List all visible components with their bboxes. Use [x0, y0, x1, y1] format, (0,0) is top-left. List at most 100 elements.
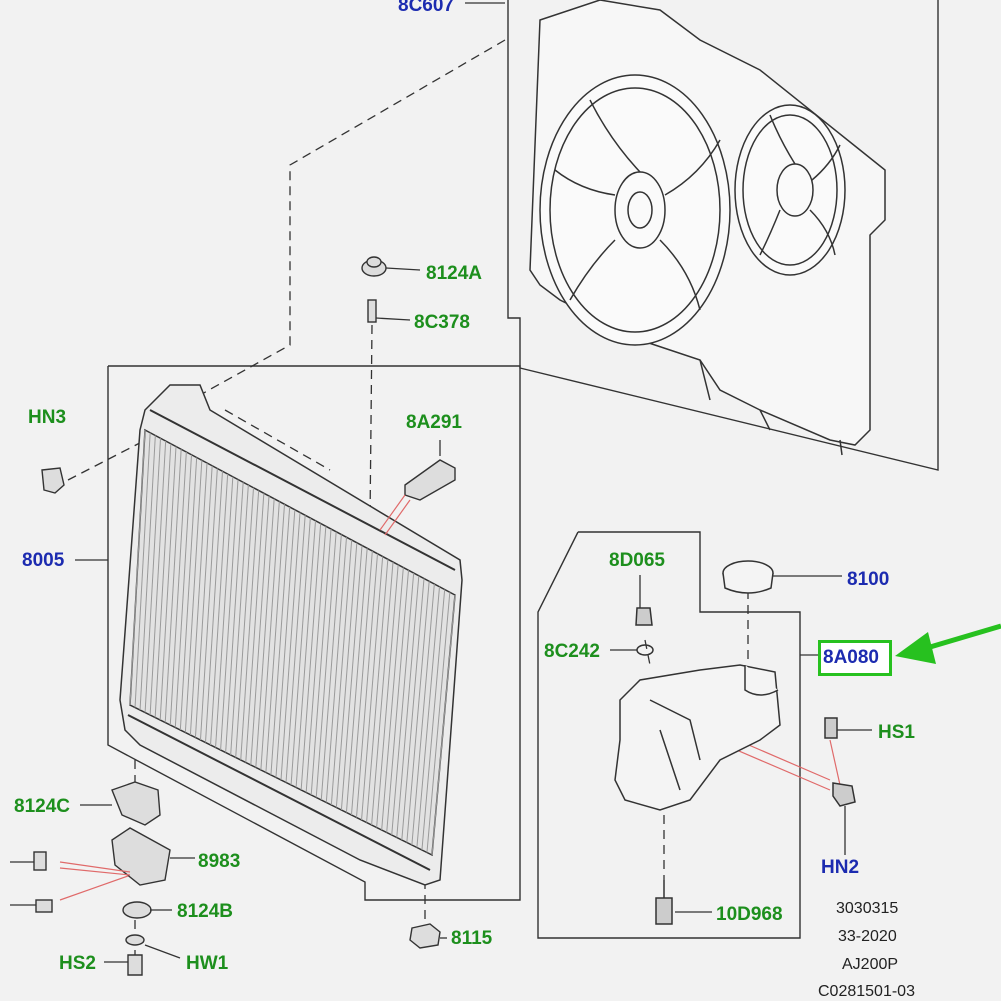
dashed-8d065: [644, 639, 651, 666]
dashed-8c378: [224, 409, 331, 471]
radiator-fin: [184, 460, 203, 733]
hw1-part: [125, 934, 145, 946]
footer-code-1: 3030315: [836, 900, 899, 917]
radiator-fin: [386, 570, 409, 833]
fan-group-frame: [507, 0, 939, 471]
footer-code-3: AJ200P: [842, 956, 899, 973]
callout-hn3[interactable]: HN3: [28, 407, 67, 428]
tank-group-frame: [537, 531, 801, 939]
callout-hs1[interactable]: HS1: [878, 722, 915, 743]
radiator-fin: [164, 449, 182, 723]
radiator-fin: [149, 440, 167, 716]
radiator-fin: [225, 482, 244, 753]
radiator-fin: [295, 520, 316, 788]
radiator-fin: [154, 443, 172, 718]
radiator-group-frame: [107, 365, 521, 901]
callout-8c378[interactable]: 8C378: [414, 312, 470, 333]
radiator-fin: [179, 457, 198, 731]
radiator-fin: [421, 589, 446, 851]
8115-part: [409, 923, 441, 949]
radiator-fin: [330, 539, 353, 806]
radiator-fin: [220, 479, 239, 751]
radiator-fin: [345, 548, 368, 813]
radiator-fin: [401, 578, 425, 841]
8983-part: [111, 827, 171, 886]
callout-8005[interactable]: 8005: [22, 550, 65, 571]
radiator-fin: [416, 586, 440, 848]
radiator-fin: [189, 462, 208, 736]
radiator-fin: [260, 501, 280, 771]
radiator-fin: [406, 581, 430, 843]
8a291-part: [404, 459, 456, 501]
radiator-fin: [340, 545, 363, 811]
8124b-part: [122, 901, 152, 919]
radiator-fin: [381, 567, 404, 831]
radiator-fin: [350, 550, 373, 816]
radiator-fin: [335, 542, 358, 808]
radiator-fin: [391, 572, 415, 836]
callout-hw1[interactable]: HW1: [186, 953, 229, 974]
callout-8d065[interactable]: 8D065: [609, 550, 665, 571]
dashed-8124a: [369, 324, 373, 521]
callout-8c607[interactable]: 8C607: [398, 0, 454, 16]
radiator-fin: [371, 561, 394, 826]
callout-8a080[interactable]: 8A080: [823, 647, 879, 668]
expansion-tank-icon: [614, 560, 856, 925]
callout-8124c[interactable]: 8124C: [14, 796, 70, 817]
radiator-fin: [325, 537, 347, 803]
radiator-icon: [119, 384, 463, 886]
callout-8115[interactable]: 8115: [451, 928, 493, 949]
radiator-fin: [290, 517, 311, 786]
radiator-fin: [315, 531, 337, 798]
radiator-fin: [320, 534, 342, 801]
radiator-fin: [431, 594, 456, 856]
radiator-fin: [129, 429, 146, 706]
radiator-fin: [139, 435, 156, 711]
radiator-fin: [280, 512, 301, 781]
radiator-fin: [169, 451, 187, 726]
callout-hs2[interactable]: HS2: [59, 953, 96, 974]
radiator-fin: [285, 515, 306, 783]
radiator-fin: [134, 432, 151, 708]
fan-shroud-icon: [529, 0, 886, 456]
callout-8100[interactable]: 8100: [847, 569, 890, 590]
callout-8a291[interactable]: 8A291: [406, 412, 462, 433]
radiator-fin: [426, 592, 451, 853]
dashed-fan-to-radiator: [154, 39, 506, 421]
radiator-fin: [235, 487, 254, 758]
radiator-fin: [255, 498, 275, 768]
radiator-fin: [396, 575, 420, 838]
callout-8124b[interactable]: 8124B: [177, 901, 233, 922]
8c378-part: [367, 299, 377, 323]
callout-8983[interactable]: 8983: [198, 851, 241, 872]
radiator-fin: [159, 446, 177, 721]
radiator-fin: [356, 553, 378, 818]
callout-8124a[interactable]: 8124A: [426, 263, 482, 284]
radiator-fin: [376, 564, 399, 828]
radiator-fin: [194, 465, 213, 738]
radiator-fin: [310, 528, 332, 796]
radiator-fin: [240, 490, 260, 761]
hs2-part: [127, 954, 143, 976]
radiator-fin: [275, 509, 296, 778]
footer-code-4: C0281501-03: [818, 983, 915, 1000]
callout-8c242[interactable]: 8C242: [544, 641, 600, 662]
radiator-fin: [265, 504, 285, 773]
radiator-fin: [411, 583, 435, 846]
radiator-fin: [210, 473, 229, 746]
radiator-fin: [215, 476, 234, 748]
radiator-fin: [361, 556, 384, 821]
radiator-fin: [270, 506, 291, 776]
radiator-fin: [250, 495, 270, 766]
8124c-part: [111, 781, 161, 826]
radiator-fin: [199, 468, 218, 741]
pointer-arrow-icon: [895, 623, 1001, 664]
callout-10d968[interactable]: 10D968: [716, 904, 783, 925]
radiator-fin: [366, 559, 389, 823]
radiator-fin: [144, 438, 161, 713]
callout-hn2[interactable]: HN2: [821, 857, 860, 878]
radiator-fin: [305, 526, 327, 793]
radiator-fin: [174, 454, 192, 728]
